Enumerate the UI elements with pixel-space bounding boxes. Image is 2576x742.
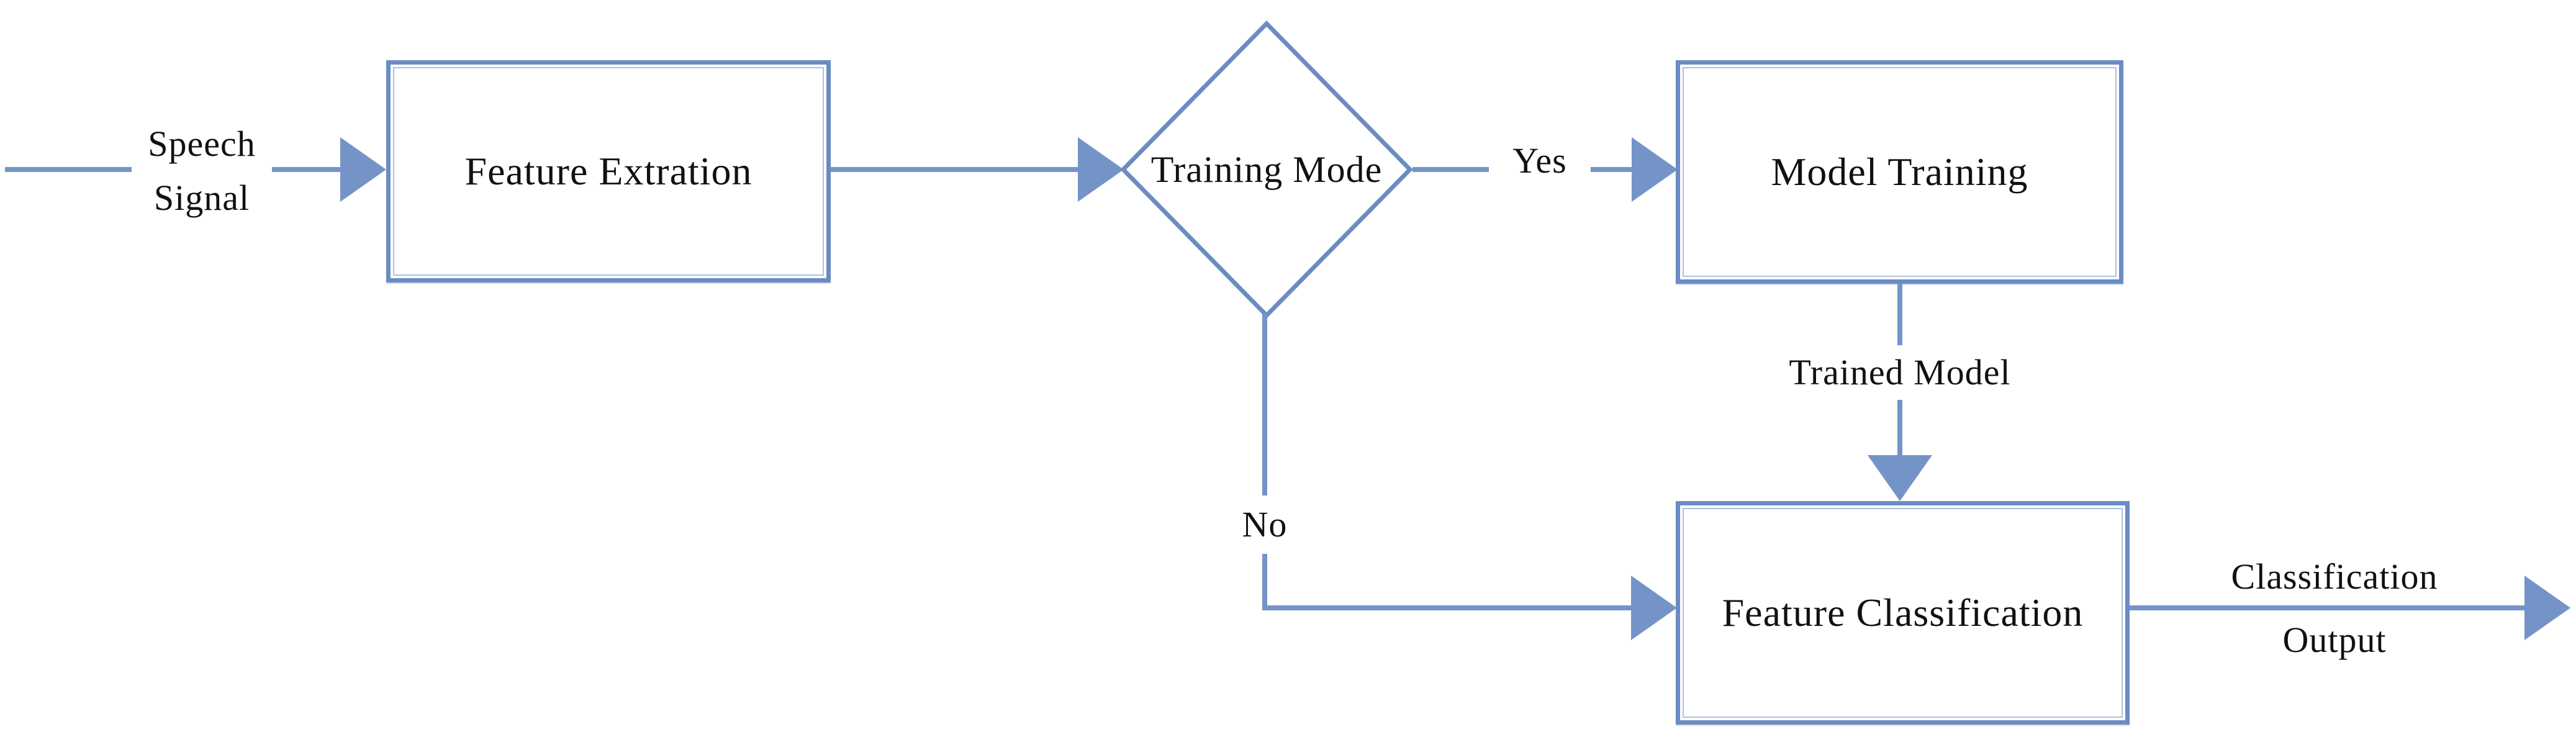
- node-feature-extraction: Feature Extration: [386, 60, 831, 283]
- node-model-training: Model Training: [1676, 60, 2123, 284]
- arrowhead-trained-model: [1868, 455, 1932, 501]
- node-feature-extraction-label: Feature Extration: [464, 149, 752, 193]
- edge-label-speech-signal-line1: Speech: [148, 124, 256, 164]
- connector-output-line: [2130, 605, 2527, 610]
- arrowhead-speech-input: [340, 137, 386, 202]
- edge-label-speech-signal: Speech Signal: [132, 115, 272, 226]
- arrowhead-extraction-to-decision: [1078, 137, 1124, 202]
- node-feature-classification: Feature Classification: [1676, 501, 2130, 725]
- node-feature-classification-label: Feature Classification: [1722, 590, 2084, 635]
- node-training-mode-label: Training Mode: [1150, 149, 1383, 190]
- edge-label-trained-model: Trained Model: [1771, 345, 2029, 400]
- edge-label-yes: Yes: [1489, 132, 1591, 190]
- connector-extraction-to-decision-line: [831, 167, 1079, 172]
- arrowhead-no: [1631, 576, 1677, 640]
- node-model-training-label: Model Training: [1771, 150, 2028, 194]
- edge-label-classification-output-line2: Output: [2282, 620, 2387, 660]
- arrowhead-yes: [1632, 137, 1678, 202]
- edge-label-speech-signal-line2: Signal: [153, 178, 250, 218]
- connector-no-vertical-line: [1262, 314, 1267, 610]
- arrowhead-classification-output: [2524, 576, 2570, 640]
- connector-no-horizontal-line: [1262, 605, 1632, 610]
- edge-label-classification-output-line1: Classification: [2231, 556, 2438, 597]
- edge-label-no: No: [1218, 495, 1312, 554]
